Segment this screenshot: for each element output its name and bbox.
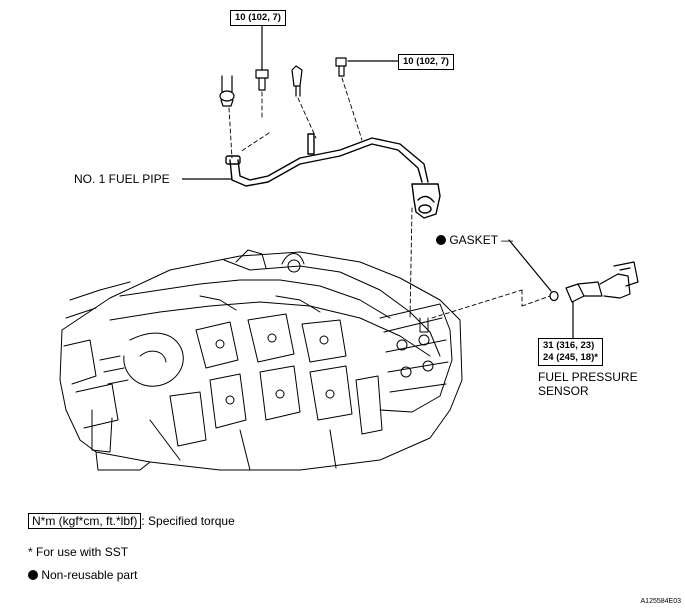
no1-fuel-pipe [225,133,441,219]
gasket-text: GASKET [449,233,498,247]
legend-sst: * For use with SST [28,545,129,559]
figure-reference: A125584E03 [640,598,681,605]
gasket-label: GASKET — [436,233,513,247]
fuel-pressure-sensor [565,261,639,339]
sensor-label-line2: SENSOR [538,384,589,398]
legend-torque-unit: N*m (kgf*cm, ft.*lbf) [28,513,142,529]
gasket [508,239,559,302]
nonreusable-dot-icon [436,235,446,245]
injector-left [219,75,235,107]
bolt-top [255,69,269,91]
fuel-pipe-label: NO. 1 FUEL PIPE [74,172,170,186]
legend-torque: N*m (kgf*cm, ft.*lbf): Specified torque [28,513,235,529]
sensor-label-line1: FUEL PRESSURE [538,370,638,384]
sensor-torque-line2: 24 (245, 18)* [543,352,598,363]
legend-torque-desc: : Specified torque [141,514,235,528]
legend-dot-icon [28,570,38,580]
injector-center [291,65,303,97]
torque-box-right: 10 (102, 7) [398,54,454,70]
bolt-right [335,57,347,77]
legend-nonreusable-text: Non-reusable part [41,568,138,582]
sensor-label: FUEL PRESSURE SENSOR [538,370,638,398]
torque-box-top: 10 (102, 7) [230,10,286,26]
legend-nonreusable: Non-reusable part [28,568,137,582]
engine-block [59,249,463,471]
sensor-torque-line1: 31 (316, 23) [543,340,595,351]
gasket-leader-dash: — [501,233,514,247]
sensor-torque-box: 31 (316, 23) 24 (245, 18)* [538,338,603,366]
